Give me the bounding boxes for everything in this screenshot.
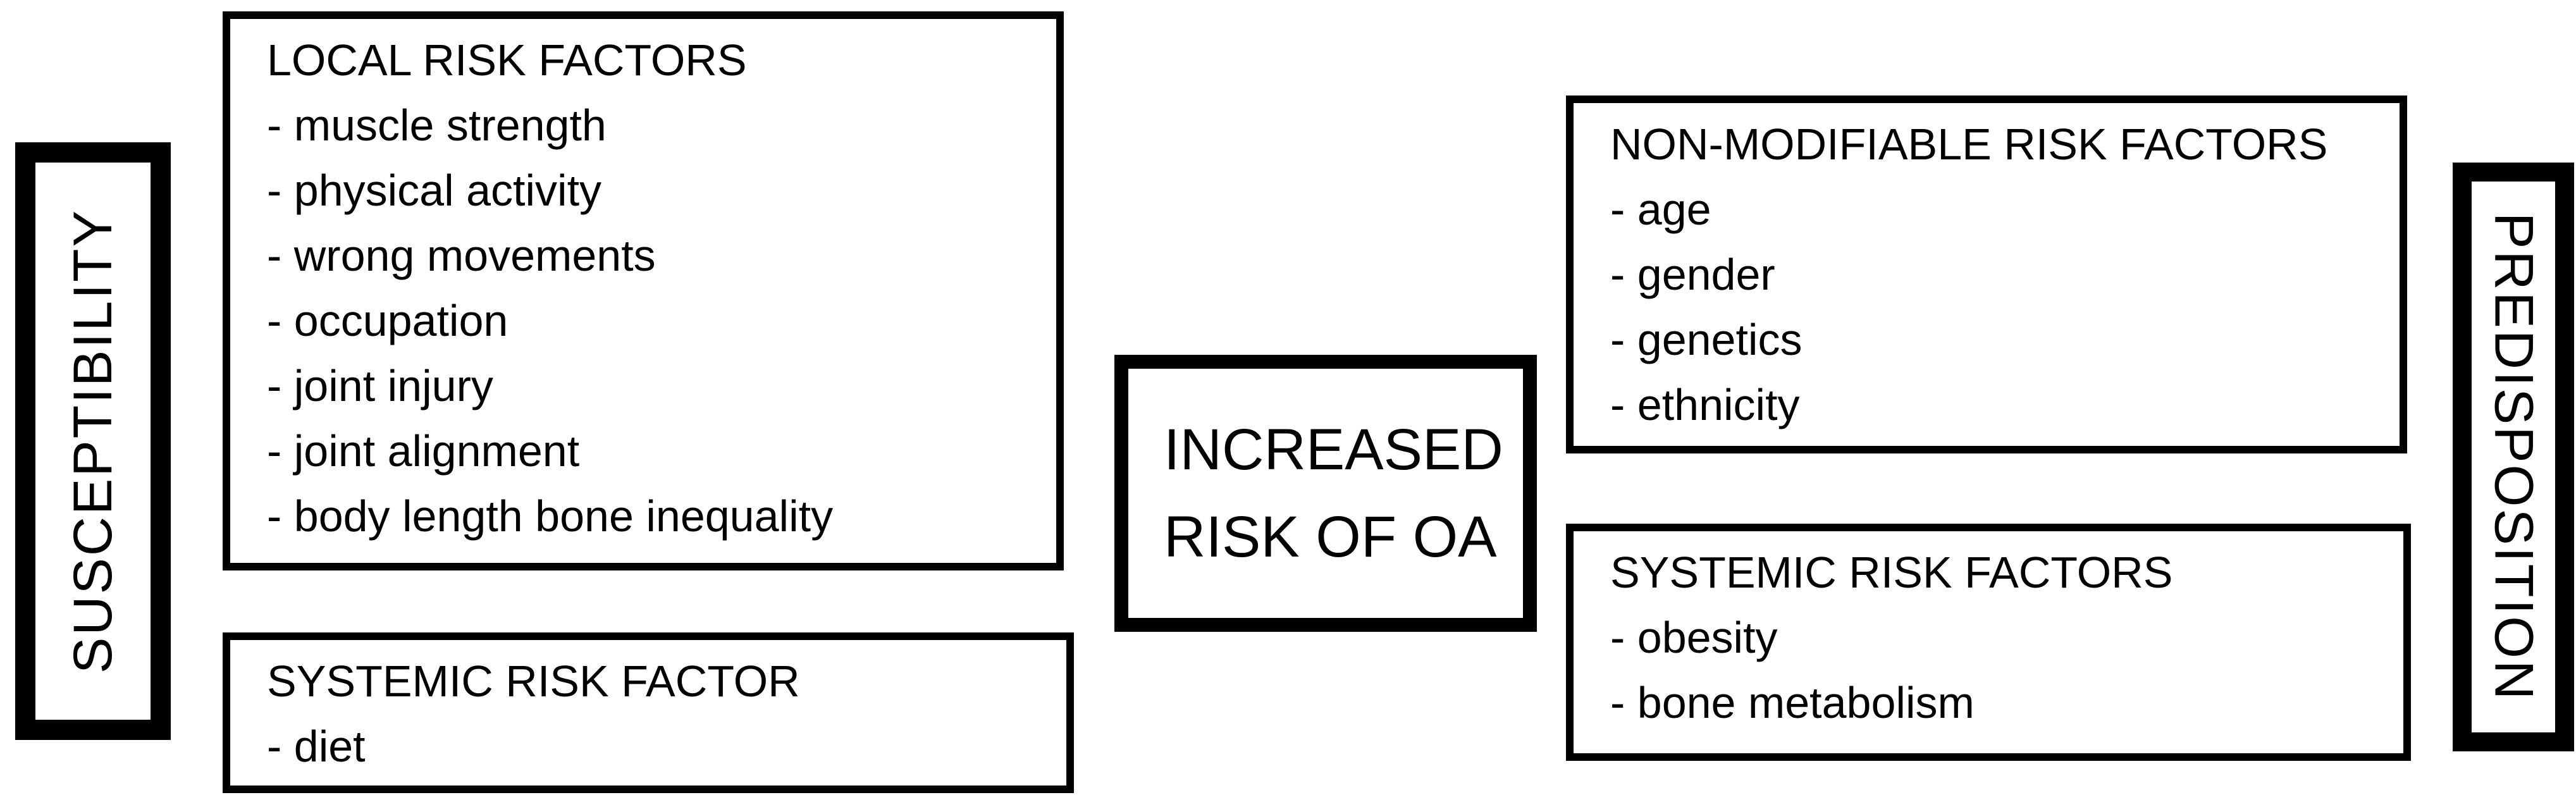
box-title: SYSTEMIC RISK FACTORS [1610, 548, 2173, 597]
non-modifiable-risk-factors-box: NON-MODIFIABLE RISK FACTORS - age - gend… [1566, 96, 2407, 453]
predisposition-label: PREDISPOSITION [2483, 212, 2544, 702]
systemic-risk-factor-box: SYSTEMIC RISK FACTOR - diet [223, 632, 1074, 793]
center-line: RISK OF OA [1164, 505, 1497, 569]
list-item: - wrong movements [267, 231, 656, 280]
list-item: - occupation [267, 296, 508, 345]
list-item: - diet [267, 722, 366, 771]
list-item: - bone metabolism [1610, 678, 1975, 727]
list-item: - obesity [1610, 613, 1778, 662]
list-item: - age [1610, 185, 1711, 234]
list-item: - physical activity [267, 166, 602, 215]
list-item: - joint alignment [267, 426, 580, 476]
susceptibility-frame: SUSCEPTIBILITY [15, 142, 171, 740]
local-risk-factors-box: LOCAL RISK FACTORS - muscle strength - p… [223, 11, 1064, 570]
list-item: - gender [1610, 250, 1775, 299]
list-item: - body length bone inequality [267, 491, 834, 541]
increased-risk-of-oa-box: INCREASED RISK OF OA [1114, 355, 1537, 632]
box-title: LOCAL RISK FACTORS [267, 35, 747, 85]
susceptibility-label: SUSCEPTIBILITY [62, 209, 123, 674]
center-line: INCREASED [1164, 417, 1503, 482]
list-item: - ethnicity [1610, 380, 1800, 429]
box-title: NON-MODIFIABLE RISK FACTORS [1610, 120, 2328, 169]
systemic-risk-factors-box: SYSTEMIC RISK FACTORS - obesity - bone m… [1566, 524, 2411, 761]
predisposition-frame: PREDISPOSITION [2453, 163, 2574, 751]
list-item: - muscle strength [267, 101, 607, 150]
list-item: - joint injury [267, 361, 493, 410]
list-item: - genetics [1610, 315, 1803, 364]
box-title: SYSTEMIC RISK FACTOR [267, 656, 800, 706]
